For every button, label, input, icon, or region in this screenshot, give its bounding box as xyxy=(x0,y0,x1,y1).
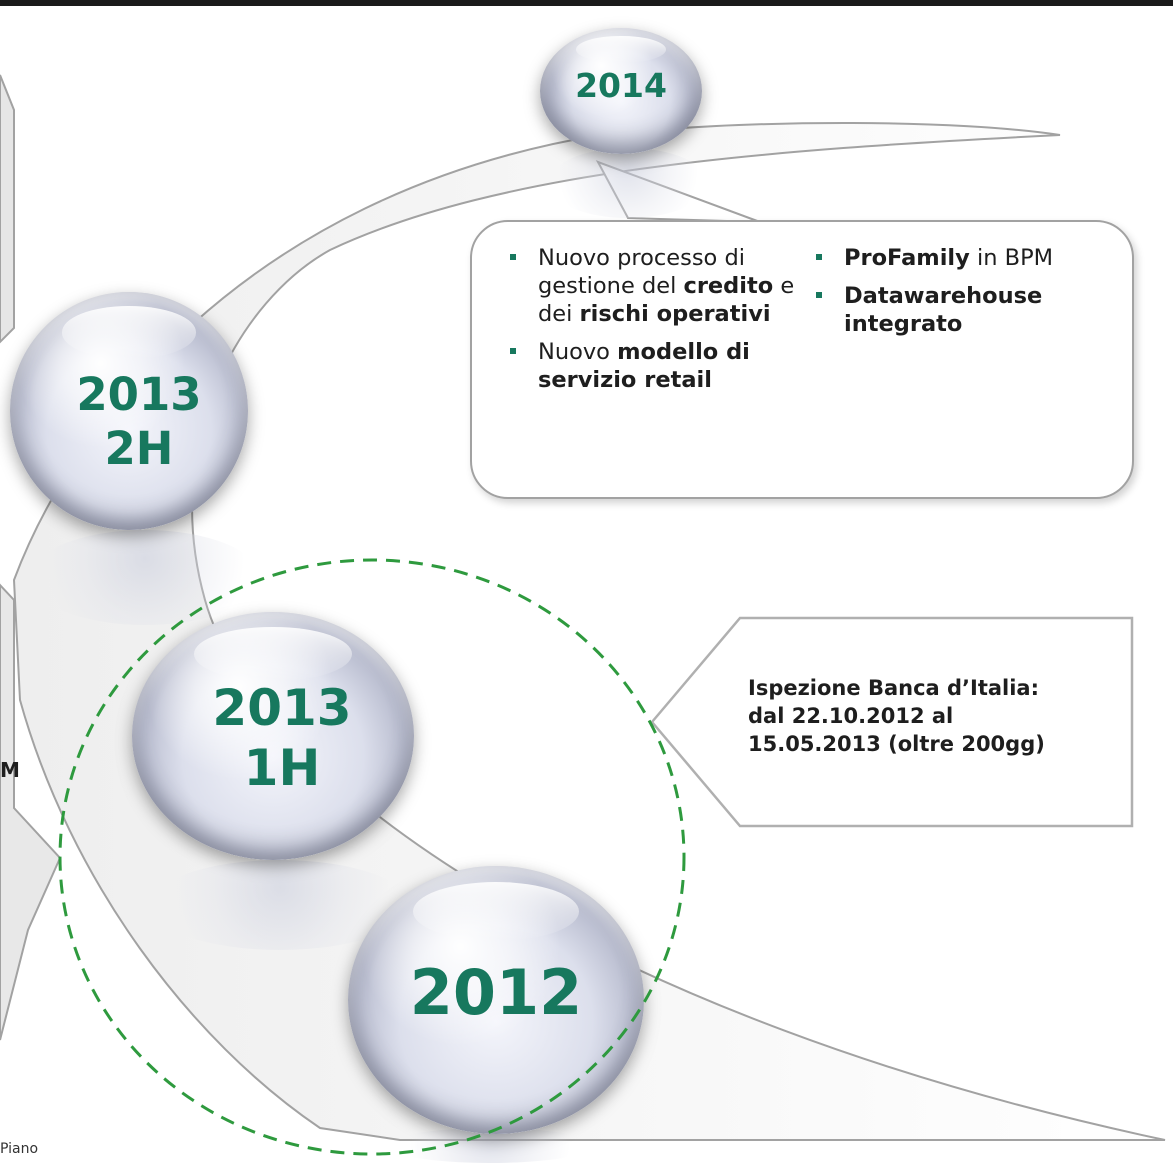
left-edge-letter: M xyxy=(0,758,20,782)
callout-bullet: Datawarehouse integrato xyxy=(806,282,1116,338)
bullet-text: Nuovo xyxy=(538,339,618,365)
bullet-bold-text: rischi operativi xyxy=(579,301,771,327)
sphere-2013-2h xyxy=(10,292,248,530)
bullet-text: Nuovo processo di gestione del xyxy=(538,245,746,299)
bullet-bold-text: credito xyxy=(683,273,774,299)
callout-bullet: ProFamily in BPM xyxy=(806,244,1116,272)
left-panel-top xyxy=(0,74,15,344)
inspection-line: dal 22.10.2012 al xyxy=(748,704,954,728)
inspection-line: Ispezione Banca d’Italia: xyxy=(748,676,1039,700)
callout-2014: Nuovo processo di gestione del credito e… xyxy=(470,220,1134,499)
callout-left-column: Nuovo processo di gestione del credito e… xyxy=(500,244,800,404)
milestone-label-2012: 2012 xyxy=(409,956,583,1029)
bullet-bold-text: ProFamily xyxy=(844,245,970,271)
inspection-text: Ispezione Banca d’Italia: dal 22.10.2012… xyxy=(748,674,1128,758)
callout-right-column: ProFamily in BPM Datawarehouse integrato xyxy=(806,244,1116,348)
bullet-bold-text: modello di servizio retail xyxy=(538,339,750,393)
milestone-label-2013-2h: 2013 2H xyxy=(76,368,202,475)
milestone-label-2013-1h: 2013 1H xyxy=(212,679,352,797)
bullet-text: e dei xyxy=(538,273,795,327)
sphere-2014 xyxy=(540,28,702,154)
inspection-line: 15.05.2013 (oltre 200gg) xyxy=(748,732,1045,756)
callout-bullet: Nuovo processo di gestione del credito e… xyxy=(500,244,800,328)
bullet-bold-text: Datawarehouse integrato xyxy=(844,283,1043,337)
top-border xyxy=(0,0,1173,6)
bullet-text: in BPM xyxy=(969,245,1054,271)
sphere-reflection-2014 xyxy=(548,148,708,218)
milestone-label-2014: 2014 xyxy=(575,66,667,105)
sphere-reflection-2013-2h xyxy=(30,530,260,625)
callout-bullet: Nuovo modello di servizio retail xyxy=(500,338,800,394)
footer-text: Piano xyxy=(0,1141,39,1157)
